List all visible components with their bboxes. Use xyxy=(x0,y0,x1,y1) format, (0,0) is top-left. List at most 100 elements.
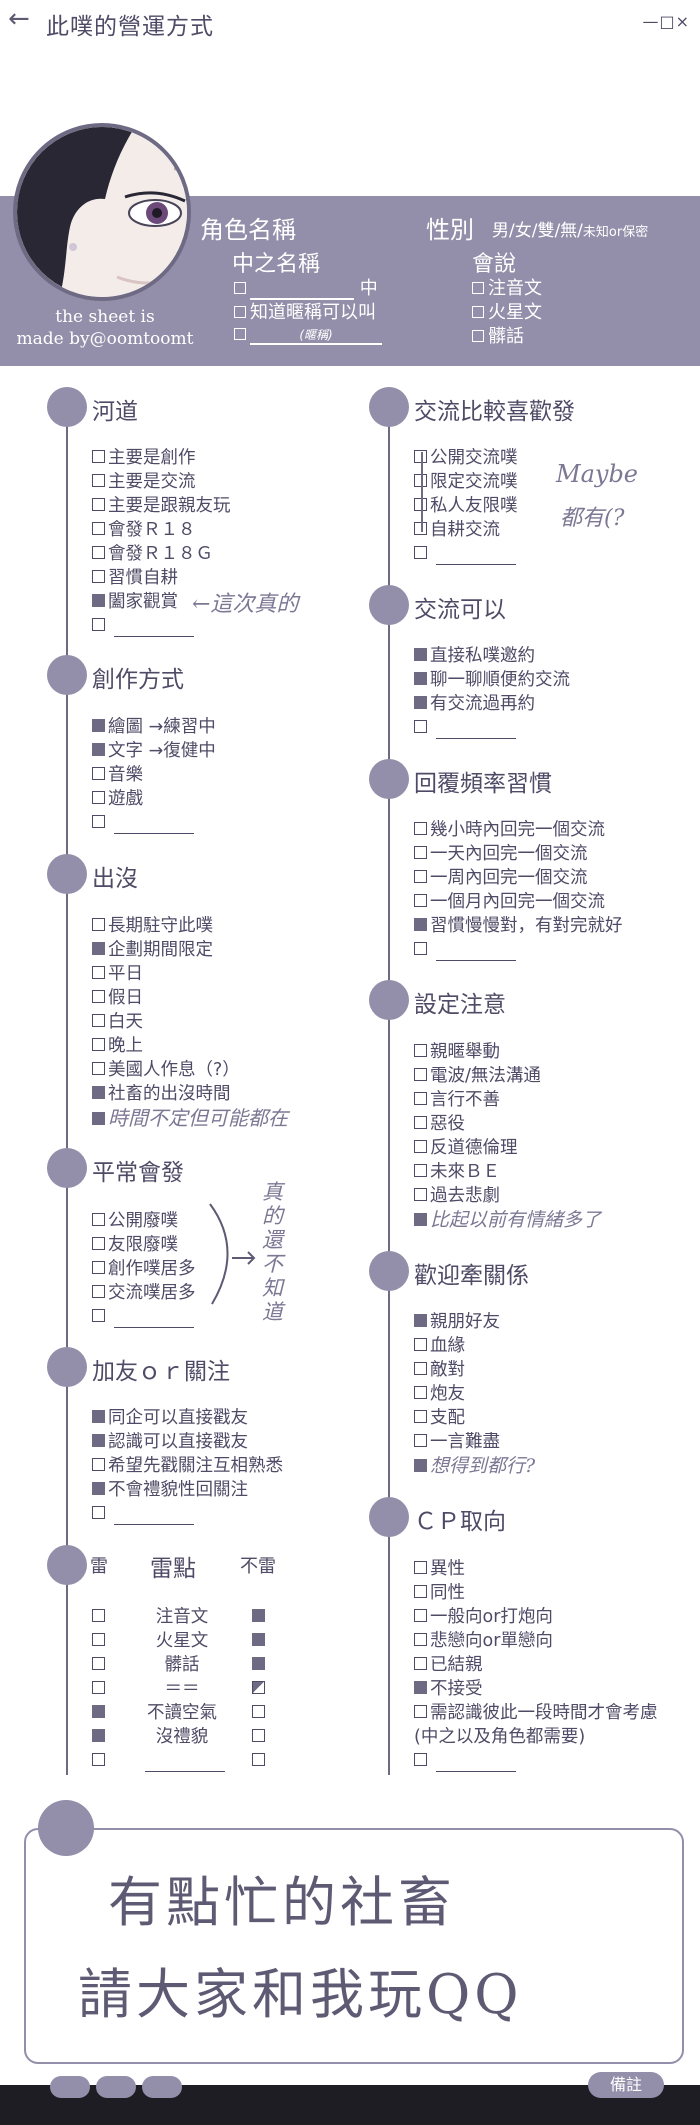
exchange-ok-item[interactable]: 有交流過再約 xyxy=(414,693,535,715)
nickname-field[interactable]: (暱稱) xyxy=(234,324,382,345)
mine-checkbox[interactable] xyxy=(92,1630,108,1652)
language-option[interactable]: 注音文 xyxy=(472,274,542,300)
cp-item[interactable]: 不接受 xyxy=(414,1678,483,1700)
friend-item[interactable]: 不會禮貌性回關注 xyxy=(92,1479,248,1501)
friend-item[interactable]: 同企可以直接戳友 xyxy=(92,1407,248,1429)
back-arrow-icon[interactable]: ← xyxy=(8,4,30,34)
mine-checkbox[interactable] xyxy=(92,1726,108,1748)
note-box[interactable] xyxy=(24,1828,684,2064)
exchange-pref-blank[interactable] xyxy=(414,543,516,565)
river-item[interactable]: 會發Ｒ１８ xyxy=(92,519,196,541)
window-controls-icon[interactable]: —□× xyxy=(642,12,690,31)
appear-item[interactable]: 企劃期間限定 xyxy=(92,939,213,961)
exchange-pref-item[interactable]: 自耕交流 xyxy=(414,519,500,541)
checkbox[interactable] xyxy=(234,306,246,318)
mine-checkbox[interactable] xyxy=(92,1654,108,1676)
creation-blank[interactable] xyxy=(92,812,194,834)
river-item[interactable]: 主要是交流 xyxy=(92,471,196,493)
page-tab[interactable] xyxy=(50,2076,90,2098)
welcome-item[interactable]: 炮友 xyxy=(414,1383,465,1405)
exchange-ok-blank[interactable] xyxy=(414,717,516,739)
remark-button[interactable]: 備註 xyxy=(588,2072,664,2098)
mine-checkbox[interactable] xyxy=(92,1750,108,1772)
appear-item[interactable]: 晚上 xyxy=(92,1035,143,1057)
setting-item[interactable]: 反道德倫理 xyxy=(414,1137,518,1159)
setting-note-item[interactable]: 比起以前有情緒多了 xyxy=(414,1209,601,1232)
appear-item[interactable]: 長期駐守此噗 xyxy=(92,915,213,937)
cp-item[interactable]: 需認識彼此一段時間才會考慮 xyxy=(414,1702,658,1724)
welcome-item[interactable]: 一言難盡 xyxy=(414,1431,500,1453)
welcome-item[interactable]: 支配 xyxy=(414,1407,465,1429)
welcome-item[interactable]: 血緣 xyxy=(414,1335,465,1357)
usual-item[interactable]: 公開廢噗 xyxy=(92,1210,178,1232)
welcome-item[interactable]: 親朋好友 xyxy=(414,1311,500,1333)
language-option[interactable]: 火星文 xyxy=(472,298,542,324)
reply-item[interactable]: 幾小時內回完一個交流 xyxy=(414,819,605,841)
safe-checkbox[interactable] xyxy=(252,1702,268,1724)
cp-item[interactable]: 悲戀向or單戀向 xyxy=(414,1630,553,1652)
checkbox[interactable] xyxy=(472,330,484,342)
usual-item[interactable]: 創作噗居多 xyxy=(92,1258,196,1280)
reply-item[interactable]: 一周內回完一個交流 xyxy=(414,867,588,889)
exchange-pref-item[interactable]: 私人友限噗 xyxy=(414,495,518,517)
page-tab[interactable] xyxy=(96,2076,136,2098)
exchange-pref-item[interactable]: 限定交流噗 xyxy=(414,471,518,493)
river-item[interactable]: 會發Ｒ１８Ｇ xyxy=(92,543,213,565)
friend-blank[interactable] xyxy=(92,1503,194,1525)
checkbox[interactable] xyxy=(234,328,246,340)
reply-blank[interactable] xyxy=(414,939,516,961)
setting-item[interactable]: 親暱舉動 xyxy=(414,1041,500,1063)
safe-checkbox[interactable] xyxy=(252,1606,268,1628)
cp-blank[interactable] xyxy=(414,1750,516,1772)
setting-item[interactable]: 未來ＢＥ xyxy=(414,1161,500,1183)
chinese-name-field[interactable]: 中 xyxy=(234,274,378,300)
creation-item[interactable]: 音樂 xyxy=(92,764,143,786)
appear-item[interactable]: 假日 xyxy=(92,987,143,1009)
safe-checkbox[interactable] xyxy=(252,1678,268,1700)
appear-item[interactable]: 白天 xyxy=(92,1011,143,1033)
exchange-ok-item[interactable]: 直接私噗邀約 xyxy=(414,645,535,667)
safe-checkbox[interactable] xyxy=(252,1750,268,1772)
checkbox[interactable] xyxy=(472,282,484,294)
mine-checkbox[interactable] xyxy=(92,1678,108,1700)
exchange-ok-item[interactable]: 聊一聊順便約交流 xyxy=(414,669,570,691)
mine-checkbox[interactable] xyxy=(92,1702,108,1724)
creation-item[interactable]: 繪圖 →練習中 xyxy=(92,716,216,738)
page-tab[interactable] xyxy=(142,2076,182,2098)
safe-checkbox[interactable] xyxy=(252,1654,268,1676)
setting-item[interactable]: 惡役 xyxy=(414,1113,465,1135)
safe-checkbox[interactable] xyxy=(252,1726,268,1748)
friend-item[interactable]: 希望先戳關注互相熟悉 xyxy=(92,1455,283,1477)
cp-item[interactable]: 一般向or打炮向 xyxy=(414,1606,553,1628)
setting-item[interactable]: 過去悲劇 xyxy=(414,1185,500,1207)
exchange-pref-item[interactable]: 公開交流噗 xyxy=(414,447,518,469)
cp-item[interactable]: 異性 xyxy=(414,1558,465,1580)
appear-item[interactable]: 平日 xyxy=(92,963,143,985)
river-item[interactable]: 主要是跟親友玩 xyxy=(92,495,231,517)
usual-item[interactable]: 交流噗居多 xyxy=(92,1282,196,1304)
appear-note-item[interactable]: 時間不定但可能都在 xyxy=(92,1107,288,1131)
mine-checkbox[interactable] xyxy=(92,1606,108,1628)
friend-item[interactable]: 認識可以直接戳友 xyxy=(92,1431,248,1453)
reply-item[interactable]: 習慣慢慢對，有對完就好 xyxy=(414,915,623,937)
usual-blank[interactable] xyxy=(92,1306,194,1328)
creation-item[interactable]: 遊戲 xyxy=(92,788,143,810)
river-item[interactable]: 闔家觀賞 xyxy=(92,591,178,613)
setting-item[interactable]: 電波/無法溝通 xyxy=(414,1065,541,1087)
cp-item[interactable]: 已結親 xyxy=(414,1654,483,1676)
checkbox[interactable] xyxy=(472,306,484,318)
reply-item[interactable]: 一天內回完一個交流 xyxy=(414,843,588,865)
usual-item[interactable]: 友限廢噗 xyxy=(92,1234,178,1256)
river-item[interactable]: 主要是創作 xyxy=(92,447,196,469)
checkbox[interactable] xyxy=(234,282,246,294)
know-nickname-option[interactable]: 知道暱稱可以叫 xyxy=(234,298,376,324)
river-item[interactable]: 習慣自耕 xyxy=(92,567,178,589)
appear-item[interactable]: 美國人作息（?） xyxy=(92,1059,240,1081)
appear-item[interactable]: 社畜的出沒時間 xyxy=(92,1083,231,1105)
river-blank[interactable] xyxy=(92,615,194,637)
language-option[interactable]: 髒話 xyxy=(472,322,524,348)
welcome-item[interactable]: 敵對 xyxy=(414,1359,465,1381)
cp-item[interactable]: 同性 xyxy=(414,1582,465,1604)
welcome-note-item[interactable]: 想得到都行? xyxy=(414,1455,535,1478)
creation-item[interactable]: 文字 →復健中 xyxy=(92,740,216,762)
